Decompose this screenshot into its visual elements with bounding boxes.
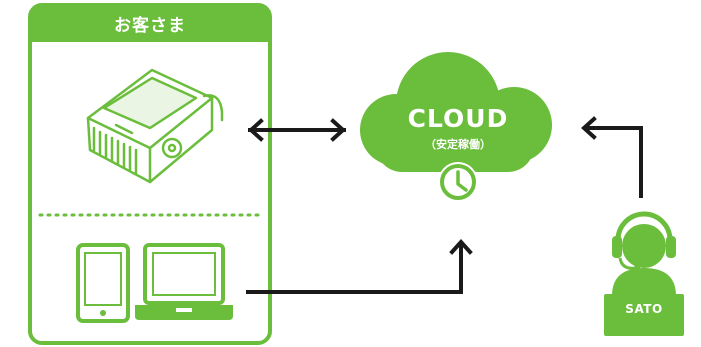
cloud-icon (360, 52, 552, 172)
tablet-icon (76, 243, 130, 323)
headset-operator-icon (604, 211, 684, 336)
two-way-arrow (248, 118, 346, 142)
cloud-title: CLOUD (407, 104, 509, 133)
sato-badge (604, 294, 684, 336)
printer-icon (86, 68, 224, 184)
clock-icon (438, 162, 478, 202)
customer-title: お客さま (114, 15, 186, 36)
laptop-icon (135, 243, 233, 320)
customer-header (30, 5, 270, 42)
devices-to-cloud-arrow (246, 239, 473, 294)
sato-label: SATO (625, 302, 663, 316)
cloud-subtitle: （安定稼働） (425, 138, 491, 151)
sato-to-cloud-arrow (581, 116, 643, 198)
